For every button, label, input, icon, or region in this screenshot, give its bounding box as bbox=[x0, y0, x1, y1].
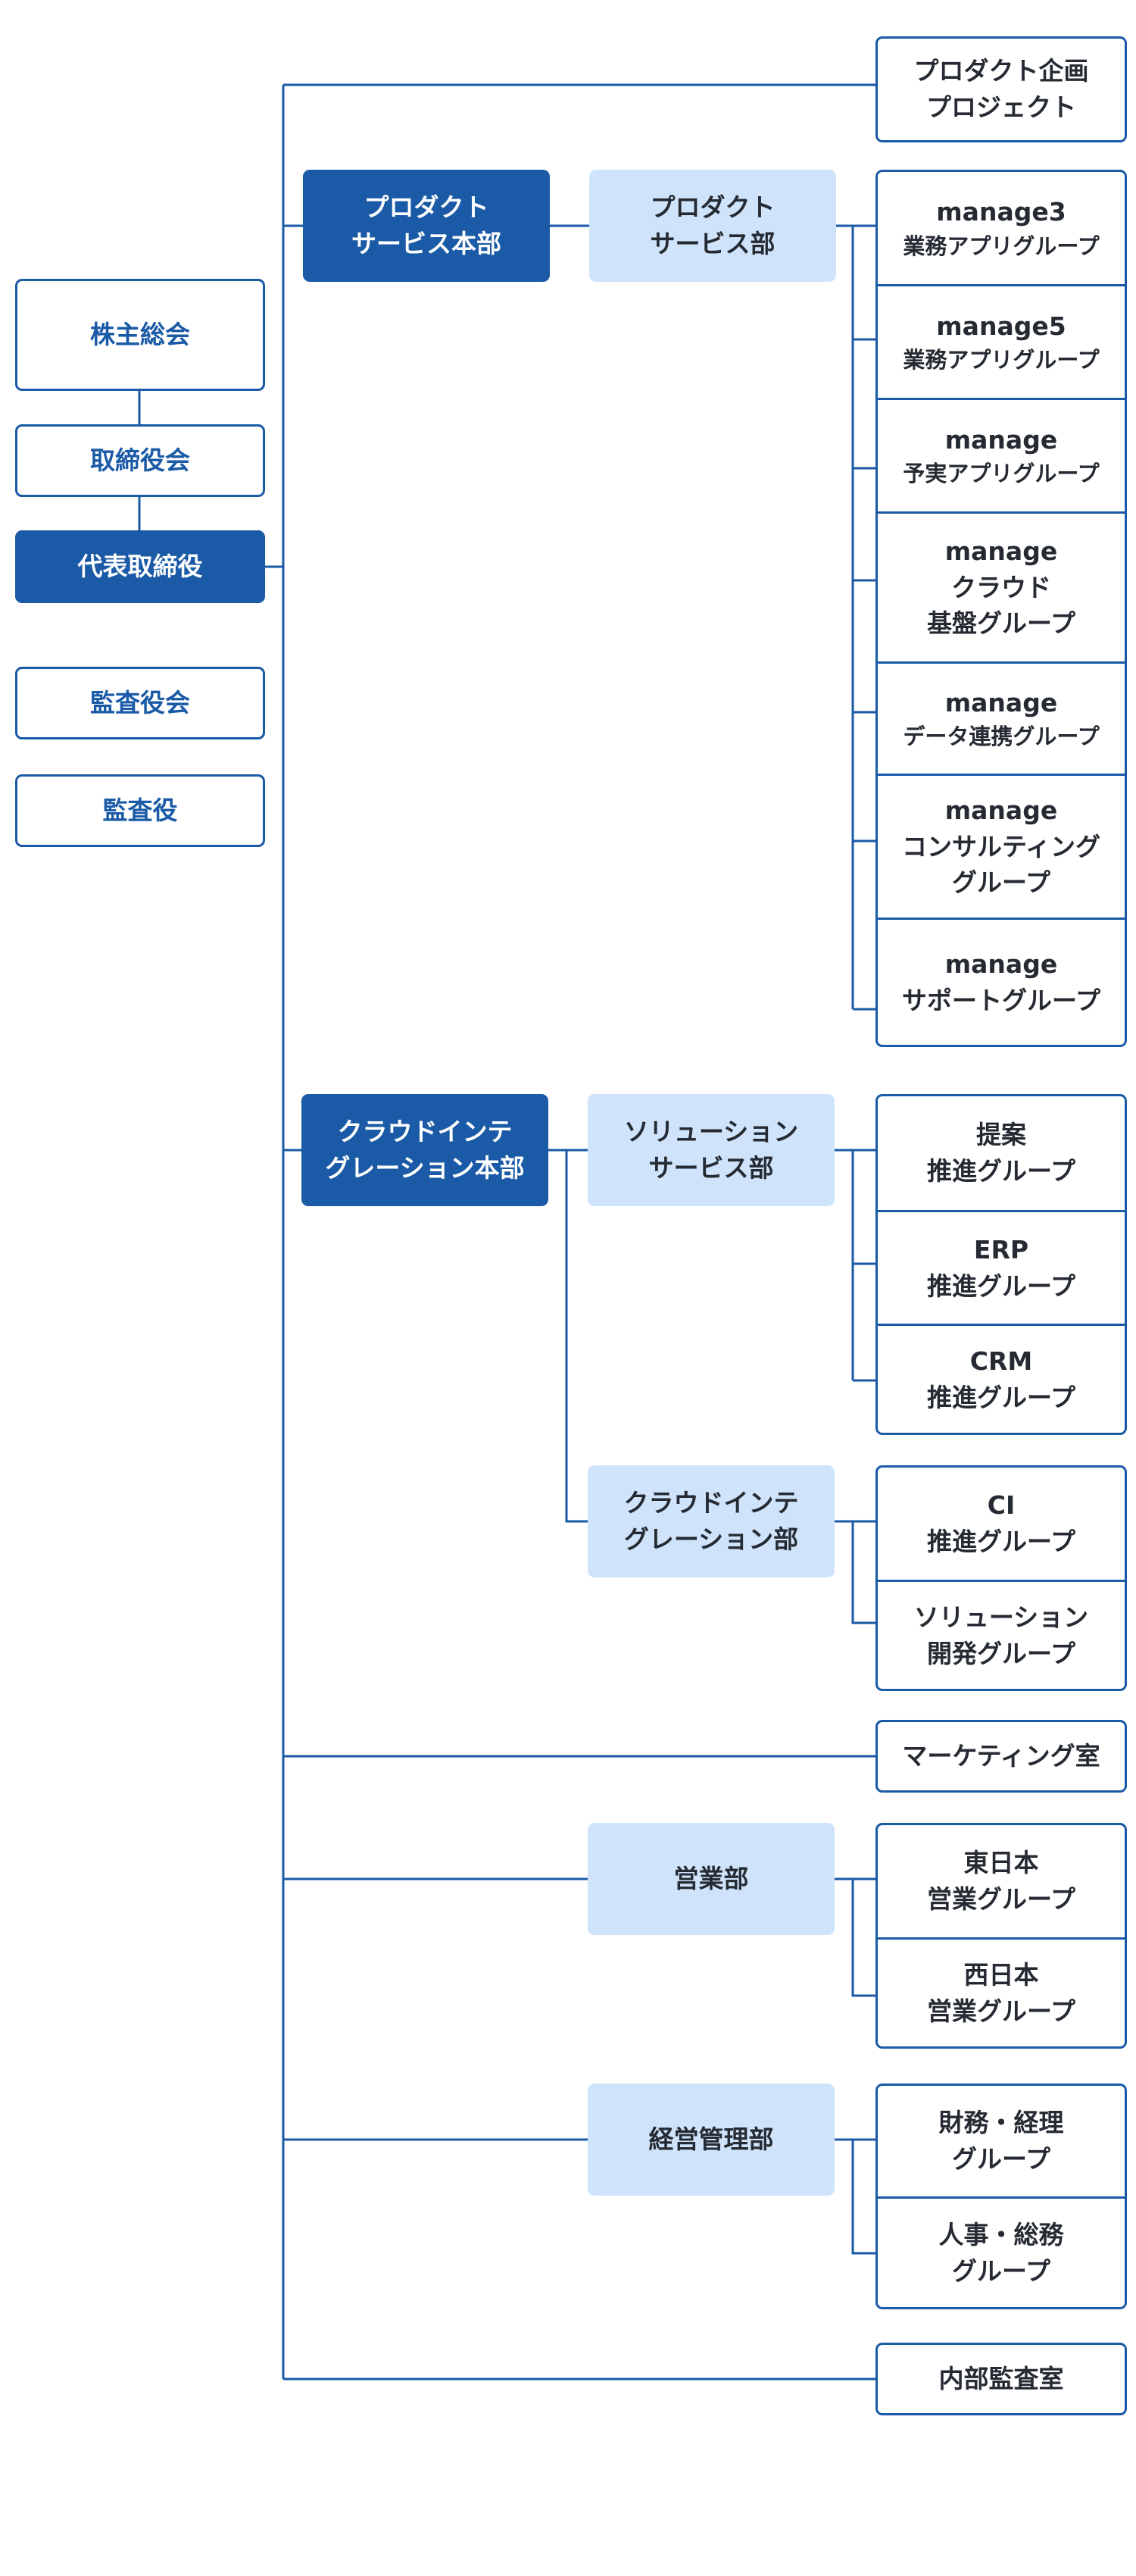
sales-group-rail bbox=[851, 1879, 875, 1997]
cloud-integration-dept-box[interactable]: クラウドインテ グレーション部 bbox=[588, 1465, 835, 1577]
group-line-label: 財務・経理 bbox=[938, 2108, 1064, 2138]
product-hq-line1: プロダクト bbox=[364, 192, 489, 223]
group-hr-general-affairs[interactable]: 人事・総務 グループ bbox=[878, 2196, 1125, 2307]
product-service-hq-box[interactable]: プロダクト サービス本部 bbox=[303, 170, 550, 282]
cloud-hq-line2: グレーション本部 bbox=[325, 1153, 525, 1183]
group-sub-label: 業務アプリグループ bbox=[903, 233, 1100, 259]
group-erp-promotion[interactable]: ERP 推進グループ bbox=[878, 1210, 1125, 1324]
solution-service-dept-box[interactable]: ソリューション サービス部 bbox=[588, 1094, 835, 1206]
group-line-label: 推進グループ bbox=[926, 1271, 1076, 1301]
group-line-label: 提案 bbox=[976, 1120, 1026, 1150]
group-main-label: manage bbox=[944, 949, 1058, 979]
group-line-label: 推進グループ bbox=[926, 1527, 1076, 1556]
ci-group-rail bbox=[851, 1521, 875, 1624]
product-dept-line2: サービス部 bbox=[650, 229, 776, 258]
group-line-label: 西日本 bbox=[963, 1959, 1039, 1990]
group-crm-promotion[interactable]: CRM 推進グループ bbox=[878, 1324, 1125, 1433]
solution-group-stubs bbox=[853, 1149, 875, 1382]
group-line-label: 推進グループ bbox=[926, 1156, 1076, 1186]
group-line-label: 開発グループ bbox=[926, 1638, 1076, 1668]
sales-group-stack: 東日本 営業グループ 西日本 営業グループ bbox=[875, 1823, 1127, 2049]
group-line-label: グループ bbox=[951, 2256, 1051, 2286]
solution-group-stack: 提案 推進グループ ERP 推進グループ CRM 推進グループ bbox=[875, 1094, 1127, 1435]
product-group-stubs bbox=[853, 224, 875, 1011]
solution-dept-line2: サービス部 bbox=[648, 1153, 774, 1183]
group-line-label: コンサルティング bbox=[901, 831, 1101, 861]
ci-dept-line1: クラウドインテ bbox=[623, 1488, 799, 1518]
group-line-label: ソリューション bbox=[913, 1602, 1089, 1632]
board-of-directors-label: 取締役会 bbox=[90, 445, 190, 476]
cloud-hq-line1: クラウドインテ bbox=[337, 1117, 513, 1147]
sales-dept-label: 営業部 bbox=[673, 1864, 749, 1894]
audit-board-label: 監査役会 bbox=[90, 688, 190, 718]
group-manage-cloud-infra[interactable]: manage クラウド 基盤グループ bbox=[878, 511, 1125, 661]
management-dept-box[interactable]: 経営管理部 bbox=[588, 2084, 835, 2196]
product-planning-line2: プロジェクト bbox=[926, 92, 1076, 122]
shareholders-meeting-label: 株主総会 bbox=[90, 320, 190, 350]
board-of-directors-box[interactable]: 取締役会 bbox=[15, 424, 265, 497]
group-manage-data-integration[interactable]: manage データ連携グループ bbox=[878, 661, 1125, 774]
group-line-label: 東日本 bbox=[963, 1848, 1039, 1878]
solution-dept-line1: ソリューション bbox=[623, 1117, 799, 1147]
group-main-label: manage bbox=[944, 536, 1058, 566]
product-planning-line1: プロダクト企画 bbox=[913, 56, 1089, 86]
internal-audit-office-box[interactable]: 内部監査室 bbox=[875, 2343, 1127, 2415]
internal-audit-office-label: 内部監査室 bbox=[938, 2364, 1064, 2394]
product-hq-line2: サービス本部 bbox=[351, 229, 501, 258]
group-main-label: manage bbox=[944, 424, 1058, 455]
cloud-integration-hq-box[interactable]: クラウドインテ グレーション本部 bbox=[301, 1094, 548, 1206]
product-dept-line1: プロダクト bbox=[650, 192, 776, 223]
product-service-dept-box[interactable]: プロダクト サービス部 bbox=[589, 170, 836, 282]
group-manage5-business-app[interactable]: manage5 業務アプリグループ bbox=[878, 284, 1125, 398]
group-sub-label: データ連携グループ bbox=[903, 724, 1100, 750]
group-manage-support[interactable]: manage サポートグループ bbox=[878, 918, 1125, 1045]
group-manage-consulting[interactable]: manage コンサルティング グループ bbox=[878, 774, 1125, 918]
sales-dept-box[interactable]: 営業部 bbox=[588, 1823, 835, 1935]
group-sub-label: 業務アプリグループ bbox=[903, 347, 1100, 374]
group-line-label: グループ bbox=[951, 868, 1051, 898]
group-proposal-promotion[interactable]: 提案 推進グループ bbox=[878, 1096, 1125, 1210]
group-finance-accounting[interactable]: 財務・経理 グループ bbox=[878, 2086, 1125, 2196]
group-line-label: 推進グループ bbox=[926, 1382, 1076, 1412]
group-manage-budget-app[interactable]: manage 予実アプリグループ bbox=[878, 398, 1125, 511]
management-dept-label: 経営管理部 bbox=[648, 2124, 774, 2155]
group-line-label: 基盤グループ bbox=[926, 608, 1076, 639]
cloud-sub-rail bbox=[565, 1150, 588, 1523]
audit-board-box[interactable]: 監査役会 bbox=[15, 667, 265, 739]
management-group-rail bbox=[851, 2140, 875, 2255]
group-main-label: manage bbox=[944, 795, 1058, 825]
auditor-label: 監査役 bbox=[102, 796, 178, 826]
group-line-label: グループ bbox=[951, 2144, 1051, 2174]
group-manage3-business-app[interactable]: manage3 業務アプリグループ bbox=[878, 172, 1125, 284]
group-line-label: ERP bbox=[973, 1234, 1029, 1265]
group-line-label: 営業グループ bbox=[926, 1996, 1076, 2026]
shareholders-meeting-box[interactable]: 株主総会 bbox=[15, 279, 265, 391]
group-west-japan-sales[interactable]: 西日本 営業グループ bbox=[878, 1937, 1125, 2046]
auditor-box[interactable]: 監査役 bbox=[15, 774, 265, 847]
group-line-label: 営業グループ bbox=[926, 1884, 1076, 1914]
management-group-stack: 財務・経理 グループ 人事・総務 グループ bbox=[875, 2084, 1127, 2309]
group-main-label: manage3 bbox=[936, 197, 1066, 227]
ci-dept-line2: グレーション部 bbox=[623, 1524, 799, 1554]
group-ci-promotion[interactable]: CI 推進グループ bbox=[878, 1468, 1125, 1580]
group-line-label: クラウド bbox=[951, 572, 1051, 602]
group-line-label: サポートグループ bbox=[901, 985, 1101, 1015]
ci-group-stack: CI 推進グループ ソリューション 開発グループ bbox=[875, 1465, 1127, 1691]
marketing-office-box[interactable]: マーケティング室 bbox=[875, 1720, 1127, 1793]
product-planning-project-box[interactable]: プロダクト企画 プロジェクト bbox=[875, 36, 1127, 142]
group-line-label: CRM bbox=[969, 1346, 1033, 1376]
group-main-label: manage bbox=[944, 687, 1058, 717]
product-group-stack: manage3 業務アプリグループ manage5 業務アプリグループ mana… bbox=[875, 170, 1127, 1047]
group-sub-label: 予実アプリグループ bbox=[903, 461, 1100, 487]
marketing-office-label: マーケティング室 bbox=[902, 1741, 1100, 1771]
group-east-japan-sales[interactable]: 東日本 営業グループ bbox=[878, 1825, 1125, 1937]
group-line-label: 人事・総務 bbox=[938, 2219, 1064, 2249]
group-line-label: CI bbox=[987, 1490, 1016, 1521]
ceo-box[interactable]: 代表取締役 bbox=[15, 530, 265, 603]
ceo-label: 代表取締役 bbox=[77, 552, 203, 582]
group-solution-development[interactable]: ソリューション 開発グループ bbox=[878, 1580, 1125, 1689]
group-main-label: manage5 bbox=[936, 311, 1066, 341]
